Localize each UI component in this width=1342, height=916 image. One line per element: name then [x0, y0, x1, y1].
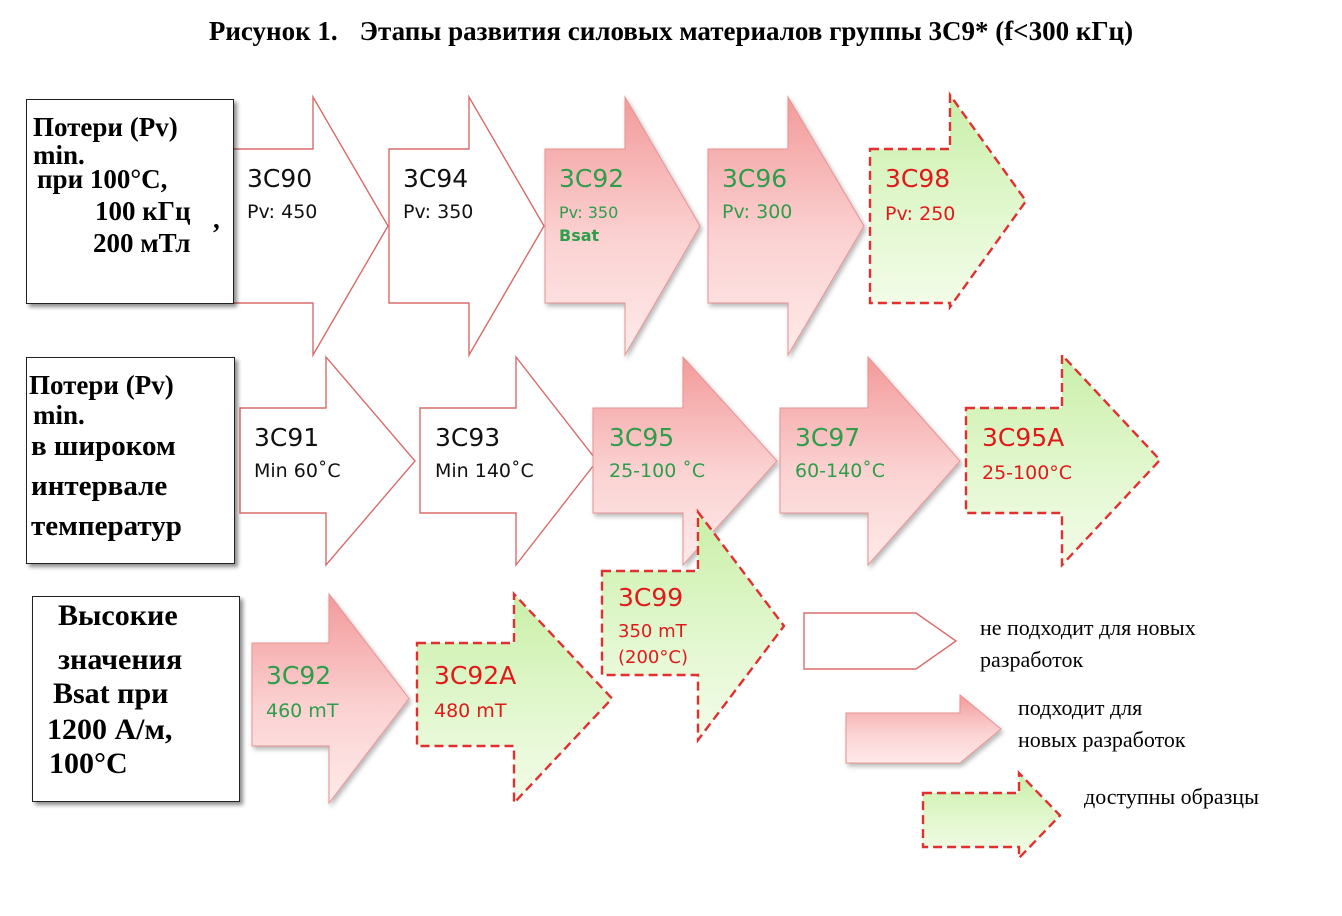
legend-not-suitable-text: не подходит для новых разработок	[980, 612, 1196, 676]
row1-label-box: Потери (Pv) min. при 100°С, 100 кГц , 20…	[26, 99, 234, 304]
row2-label-box: Потери (Pv) min. в широком интервале тем…	[26, 357, 235, 564]
material-name: 3C95	[609, 423, 675, 452]
material-name: 3C95A	[982, 423, 1065, 452]
row2-label-line3: в широком	[31, 430, 176, 462]
material-value: 60-140˚C	[795, 460, 886, 482]
row2-label-line2: min.	[33, 400, 85, 430]
material-3c96: 3C96 Pv: 300	[722, 164, 792, 224]
row3-label-line4: 1200 А/м,	[47, 713, 173, 746]
material-name: 3C96	[722, 164, 788, 193]
material-name: 3C98	[885, 164, 951, 193]
row2-label-line5: температур	[31, 510, 182, 542]
material-value: 460 mT	[266, 700, 339, 722]
figure-title: Рисунок 1. Этапы развития силовых материа…	[0, 16, 1342, 47]
material-name: 3C92	[559, 164, 625, 193]
material-value: Pv: 250	[885, 203, 956, 225]
arrow-3c95	[592, 355, 778, 567]
material-3c92-row3: 3C92 460 mT	[266, 661, 338, 723]
material-value: 480 mT	[434, 700, 507, 722]
arrow-3c92-row3	[251, 592, 410, 805]
legend-arrow-suitable	[845, 693, 1002, 764]
material-value: Min 60˚C	[254, 460, 341, 482]
material-value: 25-100°C	[982, 462, 1073, 484]
material-value: Pv: 350	[403, 201, 474, 223]
material-3c90: 3C90 Pv: 450	[247, 164, 317, 224]
material-name: 3C92	[266, 661, 332, 690]
material-name: 3C93	[435, 423, 501, 452]
material-value: Min 140˚C	[435, 460, 534, 482]
material-value-2: Bsat	[559, 226, 600, 245]
figure-title-prefix: Рисунок 1.	[208, 16, 338, 46]
material-value: Pv: 450	[247, 201, 318, 223]
arrow-3c92-row1	[544, 95, 701, 357]
row1-label-line3: при 100°С,	[37, 164, 168, 194]
material-3c93: 3C93 Min 140˚C	[435, 423, 534, 483]
material-3c91: 3C91 Min 60˚C	[254, 423, 341, 483]
row3-label-line1: Высокие	[58, 599, 178, 632]
material-3c95: 3C95 25-100 ˚C	[609, 423, 705, 483]
material-3c92-row1: 3C92 Pv: 350 Bsat	[559, 164, 624, 248]
arrow-3c98	[868, 91, 1028, 311]
row1-label-comma: ,	[213, 204, 220, 234]
material-3c97: 3C97 60-140˚C	[795, 423, 885, 483]
row1-label-line4: 100 кГц	[95, 196, 191, 226]
arrow-3c91	[239, 355, 416, 567]
material-value: Pv: 350	[559, 203, 619, 222]
material-name: 3C92A	[434, 661, 517, 690]
arrow-3c95a	[964, 351, 1162, 569]
legend-suitable-text: подходит для новых разработок	[1018, 692, 1186, 756]
material-value: 25-100 ˚C	[609, 460, 706, 482]
material-name: 3C91	[254, 423, 320, 452]
legend-line: новых разработок	[1018, 727, 1186, 752]
arrow-3c99	[600, 508, 786, 744]
material-value-2: (200°C)	[618, 647, 688, 668]
material-name: 3C99	[618, 583, 684, 612]
legend-arrow-samples	[921, 770, 1062, 861]
arrow-3c94	[388, 94, 545, 358]
material-name: 3C90	[247, 164, 313, 193]
row1-label-line2: min.	[33, 140, 85, 170]
material-name: 3C97	[795, 423, 861, 452]
arrow-3c90	[232, 94, 389, 358]
legend-line: доступны образцы	[1084, 784, 1259, 809]
material-value: 350 mT	[618, 621, 687, 642]
material-3c98: 3C98 Pv: 250	[885, 164, 955, 226]
arrow-3c97	[779, 355, 961, 567]
row3-label-line2: значения	[58, 643, 183, 676]
legend-line: разработок	[980, 647, 1084, 672]
legend-line: не подходит для новых	[980, 615, 1196, 640]
material-3c99: 3C99 350 mT (200°C)	[618, 583, 688, 671]
legend-arrow-not-suitable	[803, 612, 958, 670]
legend-line: подходит для	[1018, 695, 1143, 720]
material-name: 3C94	[403, 164, 469, 193]
row3-label-line5: 100°С	[49, 747, 128, 780]
row2-label-line1: Потери (Pv)	[29, 370, 174, 400]
row1-label-line5: 200 мТл	[93, 228, 191, 258]
arrow-3c96	[707, 95, 865, 357]
material-3c94: 3C94 Pv: 350	[403, 164, 473, 224]
material-3c92a: 3C92A 480 mT	[434, 661, 516, 723]
arrow-3c92a	[415, 590, 614, 807]
material-3c95a: 3C95A 25-100°C	[982, 423, 1072, 485]
figure-title-text: Этапы развития силовых материалов группы…	[359, 16, 1134, 46]
row3-label-line3: Bsat при	[53, 677, 169, 710]
row2-label-line4: интервале	[31, 470, 168, 502]
legend-samples-text: доступны образцы	[1084, 781, 1259, 813]
material-value: Pv: 300	[722, 201, 793, 223]
arrow-3c93	[419, 354, 598, 568]
row3-label-box: Высокие значения Bsat при 1200 А/м, 100°…	[32, 596, 240, 802]
row1-label-line1: Потери (Pv)	[33, 112, 178, 142]
